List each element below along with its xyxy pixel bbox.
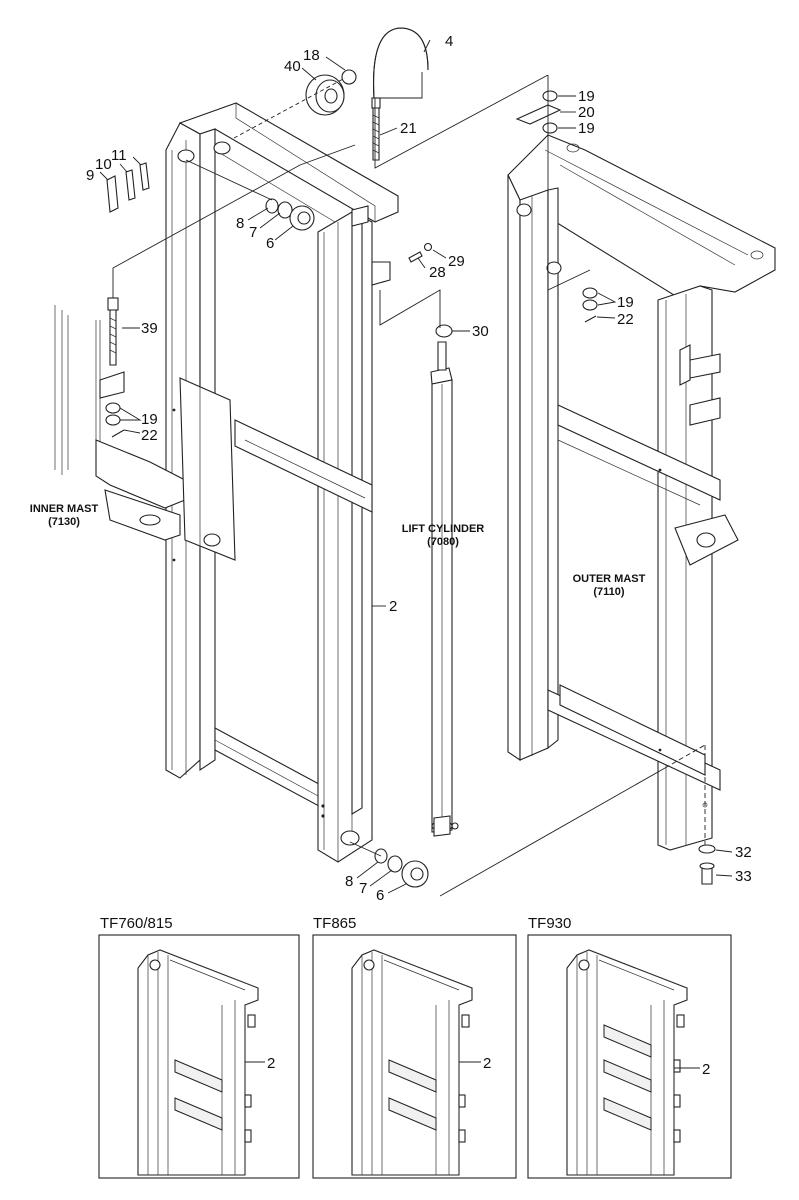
variant-part-label: 2 (702, 1061, 710, 1078)
variant-part-label: 2 (483, 1055, 491, 1072)
bottom-fasteners (698, 844, 716, 885)
lift-cylinder-name: LIFT CYLINDER (402, 523, 485, 535)
label-part-8-bottom: 8 (345, 873, 353, 890)
chain-anchor-detail (54, 305, 236, 561)
roller-set-top (265, 198, 315, 231)
label-leaders (99, 39, 733, 894)
variant-mast-sketch (137, 949, 265, 1176)
label-part-9: 9 (86, 167, 94, 184)
inner-mast-name: INNER MAST (30, 503, 99, 515)
label-part-19-inner: 19 (141, 411, 158, 428)
label-part-6-top: 6 (266, 235, 274, 252)
lift-cylinder-part (430, 341, 459, 837)
assembly-captions: INNER MAST (7130) LIFT CYLINDER (7080) O… (30, 503, 646, 598)
roller-set-bottom (374, 848, 429, 888)
anchor-bolt-part (371, 97, 381, 161)
label-part-33: 33 (735, 868, 752, 885)
o-ring-part (435, 324, 453, 338)
variant-title: TF760/815 (100, 915, 173, 932)
label-part-39: 39 (141, 320, 158, 337)
variant-mast-sketch (351, 949, 481, 1176)
label-part-18: 18 (303, 47, 320, 64)
part-labels: 4 18 40 21 9 10 11 8 7 6 29 28 30 39 19 … (86, 33, 752, 904)
label-part-11: 11 (111, 147, 127, 164)
chain-part (372, 27, 429, 99)
label-part-22-outer: 22 (617, 311, 634, 328)
label-part-10: 10 (95, 156, 112, 173)
label-part-21: 21 (400, 120, 417, 137)
pin-part (408, 242, 433, 263)
variant-mast-sketch (566, 949, 700, 1176)
label-part-6-bottom: 6 (376, 887, 384, 904)
label-part-19-top: 19 (578, 88, 595, 105)
label-part-2: 2 (389, 598, 397, 615)
label-part-19-outer: 19 (617, 294, 634, 311)
sheave-part (305, 69, 357, 116)
variant-title: TF865 (313, 915, 356, 932)
cotter-pin-inner (111, 429, 125, 438)
label-part-7-bottom: 7 (359, 880, 367, 897)
inner-mast-code: (7130) (48, 516, 80, 528)
variant-part-label: 2 (267, 1055, 275, 1072)
variant-panel-2: TF865 2 (312, 915, 517, 1179)
label-part-20: 20 (578, 104, 595, 121)
label-part-22-inner: 22 (141, 427, 158, 444)
variant-panel-3: TF930 2 (527, 915, 732, 1179)
anchor-bolt-lower-part (105, 297, 121, 426)
variant-title: TF930 (528, 915, 571, 932)
outer-mast-assembly (507, 134, 776, 851)
lift-cylinder-code: (7080) (427, 536, 459, 548)
inner-mast-assembly (165, 102, 399, 863)
variant-panel-1: TF760/815 2 (98, 915, 300, 1179)
label-part-30: 30 (472, 323, 489, 340)
label-part-29: 29 (448, 253, 465, 270)
label-part-4: 4 (445, 33, 453, 50)
outer-mast-code: (7110) (593, 586, 625, 598)
label-part-19-mid: 19 (578, 120, 595, 137)
label-part-8-top: 8 (236, 215, 244, 232)
nut-set-outer (582, 287, 598, 323)
label-part-32: 32 (735, 844, 752, 861)
outer-mast-name: OUTER MAST (573, 573, 646, 585)
shim-plates-part (106, 162, 150, 213)
label-part-7-top: 7 (249, 224, 257, 241)
label-part-40: 40 (284, 58, 301, 75)
assembly-lines (112, 72, 706, 897)
label-part-28: 28 (429, 264, 446, 281)
nut-set-top-right (515, 90, 562, 134)
